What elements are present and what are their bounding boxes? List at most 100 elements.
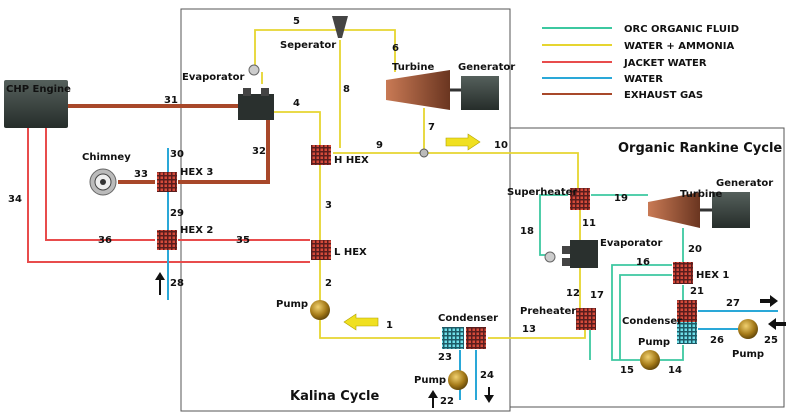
stream-3: 3	[325, 200, 332, 211]
hex2-label: HEX 2	[180, 225, 213, 236]
legend: ORC ORGANIC FLUID WATER + AMMONIA JACKET…	[542, 24, 739, 101]
stream-12: 12	[566, 288, 580, 299]
pump-cooling-water-label: Pump	[414, 375, 446, 386]
l-hex-label: L HEX	[334, 247, 367, 258]
legend-label-jacket-water: JACKET WATER	[623, 58, 707, 69]
superheater-label: Superheater	[507, 187, 577, 198]
legend-label-exhaust-gas: EXHAUST GAS	[624, 90, 703, 101]
stream-19: 19	[614, 193, 628, 204]
legend-label-water: WATER	[624, 74, 663, 85]
stream-34: 34	[8, 194, 22, 205]
condenser-kalina-label: Condenser	[438, 313, 498, 324]
pump-kalina-label: Pump	[276, 299, 308, 310]
legend-label-water-ammonia: WATER + AMMONIA	[624, 41, 734, 52]
stream-15: 15	[620, 365, 634, 376]
evaporator-kalina-label: Evaporator	[182, 72, 244, 83]
arrow-left-25-icon	[768, 318, 786, 330]
chimney	[89, 168, 117, 196]
pump-orc-cooling-label: Pump	[732, 349, 764, 360]
hex1	[673, 262, 693, 284]
turbine-orc-label: Turbine	[680, 189, 722, 200]
hex3	[157, 172, 177, 192]
stream-25: 25	[764, 335, 778, 346]
stream-29: 29	[170, 208, 184, 219]
stream-20: 20	[688, 244, 702, 255]
pump-orc	[640, 350, 660, 370]
h-hex	[311, 145, 331, 165]
arrow-down-24-icon	[484, 387, 494, 403]
stream-36: 36	[98, 235, 112, 246]
turbine-kalina-label: Turbine	[392, 62, 434, 73]
stream-13: 13	[522, 324, 536, 335]
chp-engine	[4, 80, 68, 128]
stream-26: 26	[710, 335, 724, 346]
arrow-right-27-icon	[760, 295, 778, 307]
seperator	[332, 16, 348, 38]
arrow-up-22-icon	[428, 390, 438, 408]
water-ammonia-lines	[254, 29, 586, 339]
condenser-kalina	[442, 327, 464, 349]
orc-title: Organic Rankine Cycle	[618, 141, 782, 156]
stream-21: 21	[690, 286, 704, 297]
orc-region	[509, 127, 785, 408]
condenser-orc	[677, 322, 697, 344]
stream-32: 32	[252, 146, 266, 157]
stream-35: 35	[236, 235, 250, 246]
stream-27: 27	[726, 298, 740, 309]
hex2	[157, 230, 177, 250]
stream-11: 11	[582, 218, 596, 229]
stream-33: 33	[134, 169, 148, 180]
stream-31: 31	[164, 95, 178, 106]
flow-arrows	[343, 133, 481, 331]
generator-kalina-label: Generator	[458, 62, 515, 73]
l-hex	[311, 240, 331, 260]
black-arrows	[155, 272, 786, 408]
stream-2: 2	[325, 278, 332, 289]
chp-engine-label: CHP Engine	[6, 84, 71, 95]
generator-orc	[712, 192, 750, 228]
pump-cooling-water	[448, 370, 468, 390]
superheater	[570, 188, 590, 210]
stream-30: 30	[170, 149, 184, 160]
flow-arrow-9-icon	[445, 133, 481, 151]
flow-arrow-1-icon	[343, 313, 379, 331]
condenser-orc-hex	[677, 300, 697, 322]
turbine-kalina	[386, 70, 450, 110]
condenser-kalina-hex	[466, 327, 486, 349]
mixer-valve	[419, 148, 429, 158]
generator-kalina	[461, 76, 499, 110]
jacket-water-lines	[27, 128, 310, 263]
condenser-orc-label: Condenser	[622, 316, 682, 327]
stream-16: 16	[636, 257, 650, 268]
hex3-label: HEX 3	[180, 167, 213, 178]
stream-1: 1	[386, 320, 393, 331]
legend-label-orc: ORC ORGANIC FLUID	[624, 24, 739, 35]
stream-17: 17	[590, 290, 604, 301]
seperator-label: Seperator	[280, 40, 336, 51]
stream-8: 8	[343, 84, 350, 95]
preheater	[576, 308, 596, 330]
exhaust-gas-lines	[68, 104, 270, 184]
evaporator-orc	[544, 240, 598, 268]
stream-4: 4	[293, 98, 300, 109]
pump-orc-cooling	[738, 319, 758, 339]
stream-9: 9	[376, 140, 383, 151]
preheater-label: Preheater	[520, 306, 576, 317]
chimney-label: Chimney	[82, 152, 131, 163]
stream-7: 7	[428, 122, 435, 133]
pump-orc-label: Pump	[638, 337, 670, 348]
orc-fluid-lines	[539, 194, 684, 361]
stream-numbers: 1 2 3 4 5 6 7 8 9 10 11 12 13 14 15 16 1…	[8, 16, 778, 407]
stream-24: 24	[480, 370, 494, 381]
stream-10: 10	[494, 140, 508, 151]
hex1-label: HEX 1	[696, 270, 729, 281]
stream-5: 5	[293, 16, 300, 27]
stream-23: 23	[438, 352, 452, 363]
kalina-cycle-title: Kalina Cycle	[290, 389, 379, 404]
turbine-orc	[648, 192, 700, 228]
stream-14: 14	[668, 365, 682, 376]
stream-18: 18	[520, 226, 534, 237]
stream-6: 6	[392, 43, 399, 54]
arrow-up-28-icon	[155, 272, 165, 295]
